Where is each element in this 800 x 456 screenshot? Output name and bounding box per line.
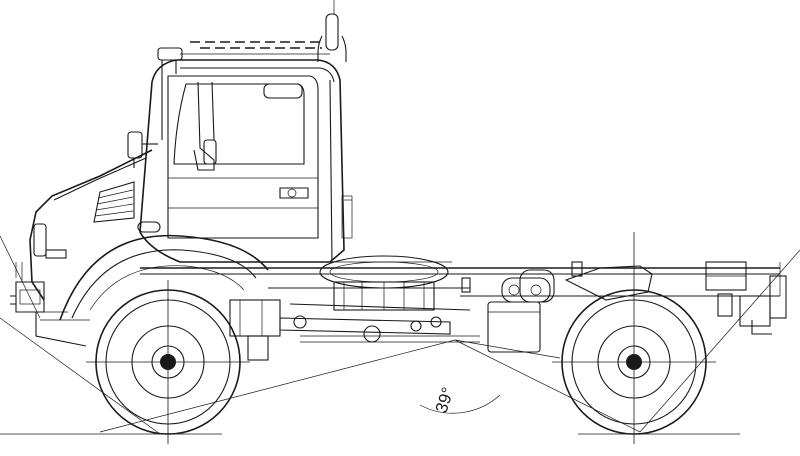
hood-front — [10, 131, 161, 347]
roof-rack — [180, 41, 330, 55]
angle-label: 39° — [432, 385, 458, 415]
exhaust-stack — [317, 0, 347, 62]
front-wheel — [86, 280, 250, 444]
cab — [139, 47, 353, 263]
chassis-frame — [140, 267, 780, 343]
fifth-wheel — [316, 255, 452, 311]
front-fender — [59, 234, 269, 321]
mid-machinery — [229, 261, 653, 361]
angle-lines — [0, 235, 800, 435]
rear-end — [705, 261, 787, 335]
rear-wheel — [552, 232, 716, 444]
